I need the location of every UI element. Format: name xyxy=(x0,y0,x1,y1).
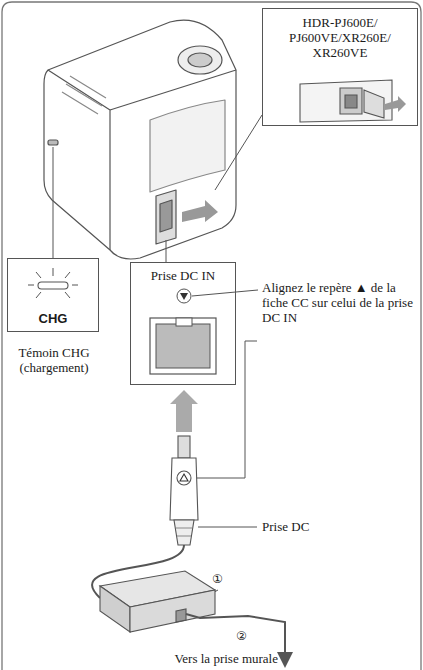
callout-number: ① xyxy=(212,572,230,587)
ac-adaptor xyxy=(100,571,215,632)
open-arrow xyxy=(182,200,218,222)
camcorder xyxy=(44,20,236,259)
insert-arrow xyxy=(170,390,198,432)
box-heading: Témoin CHG (chargement) xyxy=(2,345,106,375)
box-text: HDR-PJ600E/ PJ600VE/XR260E/ XR260VE xyxy=(271,15,409,60)
chg-lamp xyxy=(28,268,78,298)
dc-plug xyxy=(170,436,198,545)
callout-box: HDR-PJ600E/ PJ600VE/XR260E/ XR260VE xyxy=(262,8,418,126)
dc-in-socket xyxy=(150,289,216,374)
part-label: Prise DC xyxy=(262,519,382,534)
open-arrow xyxy=(385,96,406,112)
callout-number: ② xyxy=(236,629,254,644)
box-text: Prise DC IN xyxy=(131,268,235,283)
part-label: Vers la prise murale xyxy=(118,651,278,666)
wall-arrow xyxy=(284,650,286,660)
inset-door xyxy=(300,80,392,122)
part-label: Alignez le repère ▲ de la fiche CC sur c… xyxy=(262,280,416,325)
mains-cord xyxy=(186,614,285,652)
callout-box: Prise DC IN xyxy=(130,262,236,385)
callout-box: CHGTémoin CHG (chargement) xyxy=(7,258,99,332)
box-text: CHG xyxy=(8,311,98,326)
